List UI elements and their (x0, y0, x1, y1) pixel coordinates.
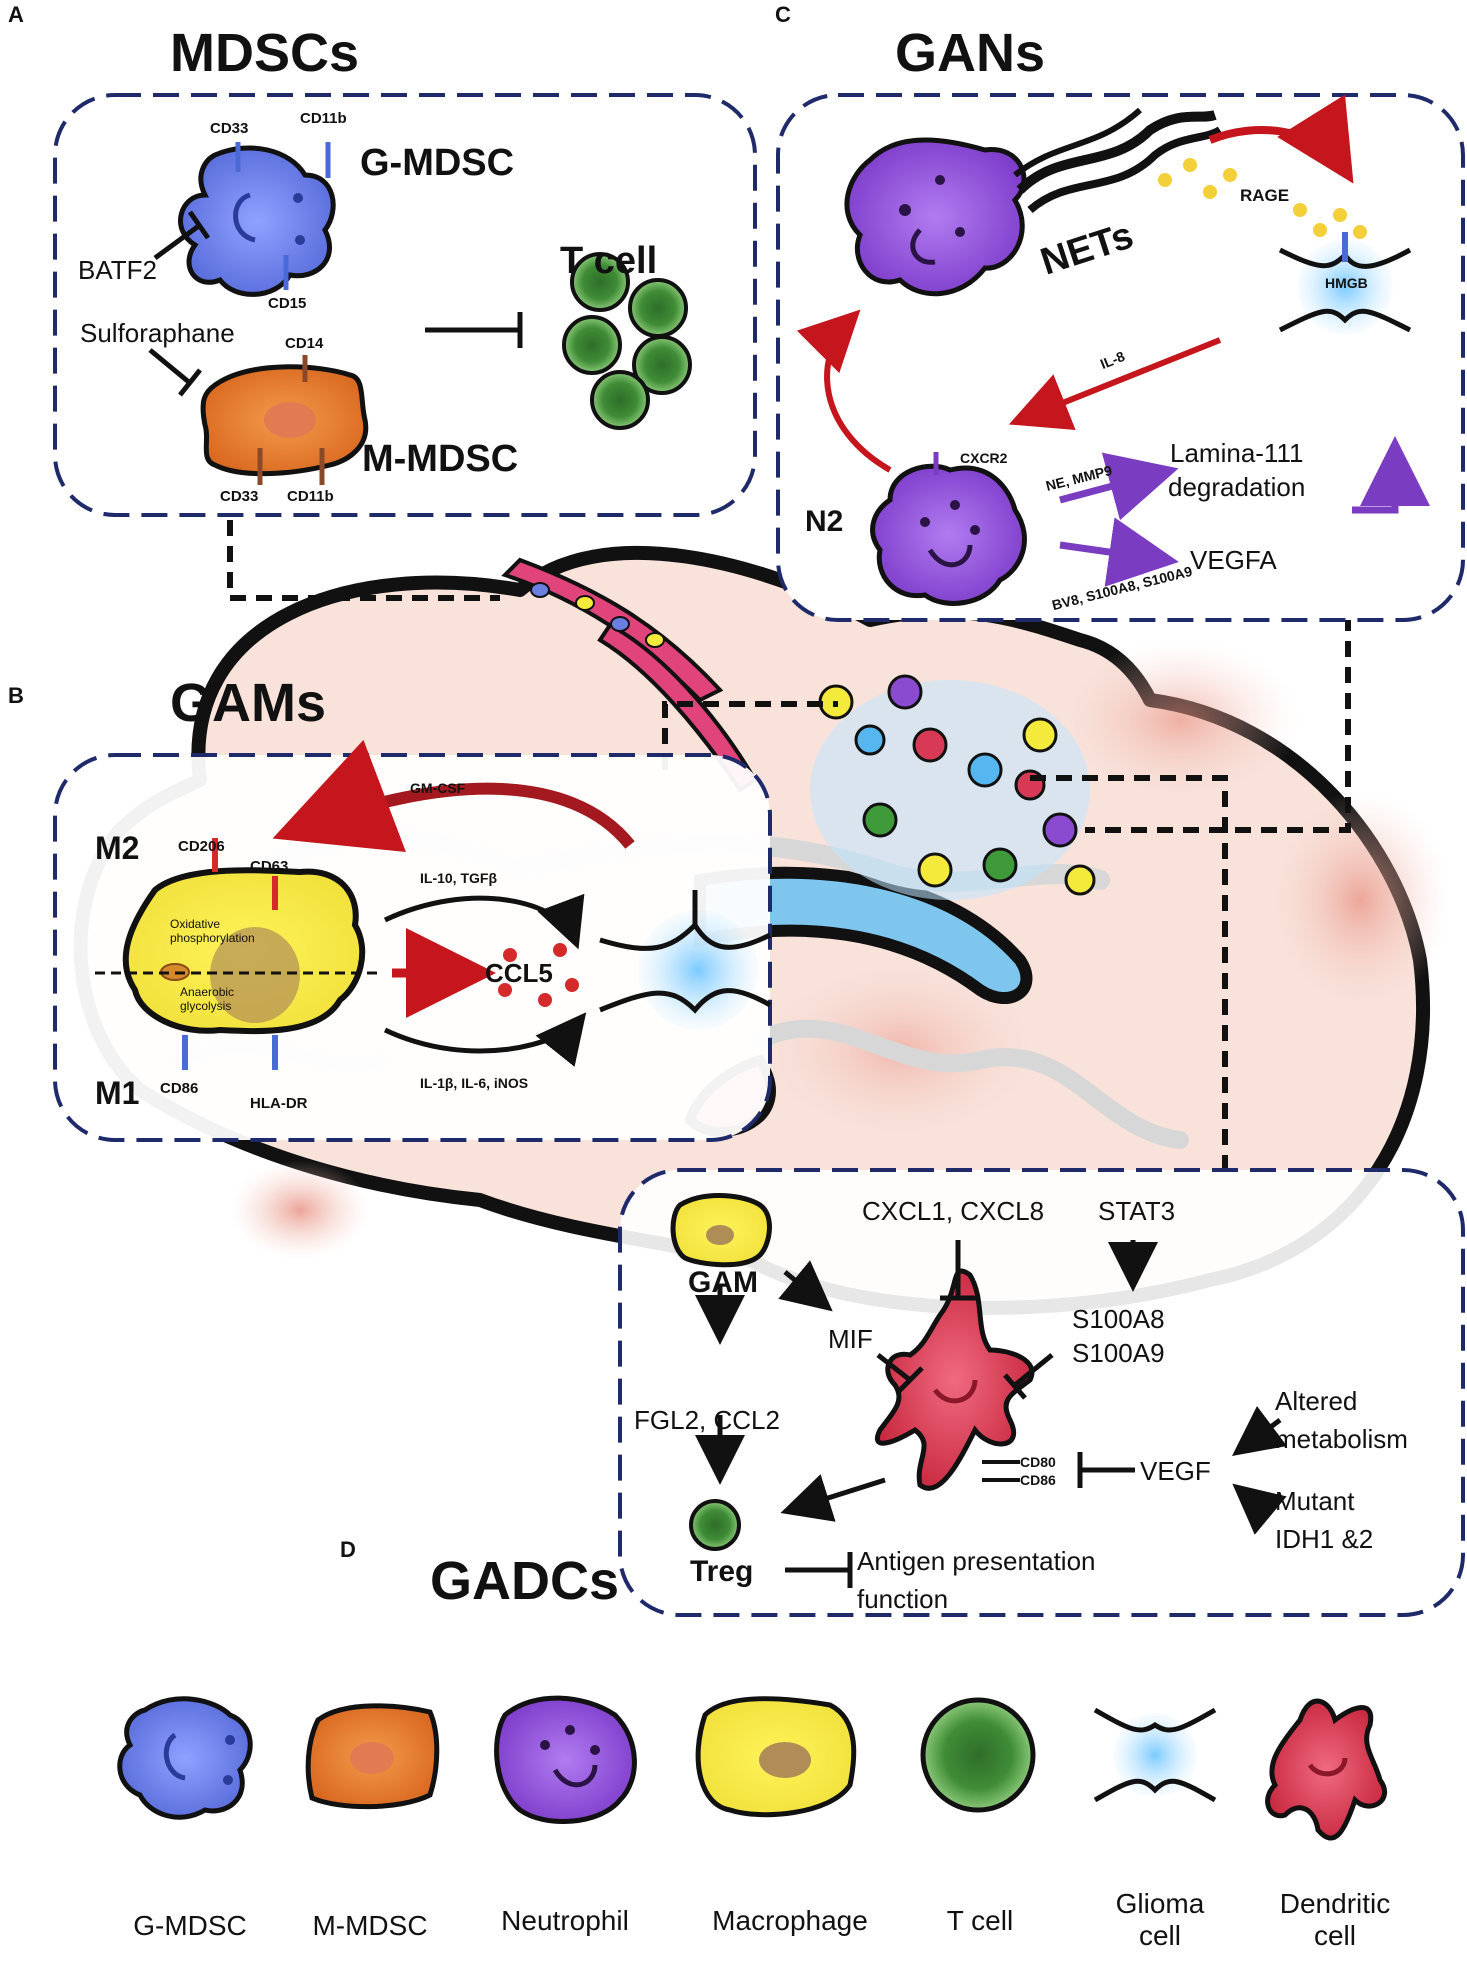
cd86-label-d: CD86 (1020, 1472, 1056, 1488)
legend-label-neutrophil: Neutrophil (501, 1905, 629, 1936)
t-cell-label-a: T cell (560, 240, 658, 282)
vegf-label: VEGF (1140, 1456, 1211, 1486)
panel-d-heading: GADCs (430, 1551, 620, 1611)
stat3-label: STAT3 (1098, 1196, 1176, 1226)
neutrophil-n2-cell-c (870, 452, 1027, 606)
cd206-label: CD206 (178, 838, 225, 855)
cd80-label: CD80 (1020, 1454, 1056, 1470)
panel-a-heading: MDSCs (170, 23, 360, 83)
cd15-label: CD15 (268, 295, 307, 312)
t-cell-cluster-a (562, 252, 692, 430)
neutrophil-nets-cell-c (844, 137, 1027, 297)
glyco-label-line2: glycolysis (180, 999, 232, 1013)
legend-g-mdsc-icon (117, 1696, 253, 1820)
legend-label-g-mdsc: G-MDSC (133, 1910, 247, 1941)
panel-a-letter: A (8, 2, 24, 27)
g-mdsc-label: G-MDSC (360, 142, 515, 184)
inhibition-arrows-a (148, 210, 523, 397)
legend-label-macrophage: Macrophage (712, 1905, 868, 1936)
altered-label-line2: metabolism (1275, 1424, 1408, 1454)
legend-label-glioma: Glioma (1115, 1888, 1205, 1919)
m2-label: M2 (95, 830, 140, 866)
gm-csf-label: GM-CSF (410, 780, 466, 796)
legend-macrophage-icon (695, 1696, 857, 1818)
cd33-bottom-label: CD33 (220, 488, 259, 505)
arrows-c (796, 94, 1430, 587)
rage-label: RAGE (1240, 186, 1290, 205)
legend-label-t-cell: T cell (946, 1905, 1014, 1936)
panel-c-letter: C (775, 2, 791, 27)
panel-d-letter: D (340, 1537, 356, 1562)
antigen-label-line2: function (857, 1584, 949, 1614)
panel-b-heading: GAMs (170, 673, 327, 733)
oxphos-label-line2: phosphorylation (170, 931, 255, 945)
altered-label-line1: Altered (1275, 1386, 1358, 1416)
panel-c-heading: GANs (895, 23, 1046, 83)
il1-label: IL-1β, IL-6, iNOS (420, 1075, 529, 1091)
glioma-cell-b (599, 890, 772, 1030)
arrows-b (272, 739, 635, 1067)
s100a8-label: S100A8 (1072, 1304, 1165, 1334)
s100a9-label: S100A9 (1072, 1338, 1165, 1368)
cxcr2-label: CXCR2 (960, 450, 1008, 466)
fgl2-label: FGL2, CCL2 (634, 1405, 780, 1435)
lamina-label-line1: Lamina-111 (1170, 438, 1304, 468)
n2-label: N2 (805, 505, 844, 538)
hmgb-label: HMGB (1325, 275, 1368, 291)
oxphos-label-line1: Oxidative (170, 917, 221, 931)
gam-cell-d (670, 1193, 772, 1268)
cd11b-top-label: CD11b (300, 110, 347, 127)
legend-label-dendritic-line2: cell (1313, 1920, 1356, 1951)
g-mdsc-cell-a (178, 142, 336, 297)
arrows-d (695, 1240, 1287, 1588)
m-mdsc-cell-a (200, 355, 369, 485)
legend-m-mdsc-icon (305, 1703, 440, 1810)
lamina-label-line2: degradation (1168, 472, 1306, 502)
glioma-cell-c (1278, 232, 1412, 335)
treg-label: Treg (690, 1555, 754, 1588)
nets-strands (1013, 107, 1223, 214)
vegfa-label: VEGFA (1190, 545, 1277, 575)
cd86-label-b: CD86 (160, 1080, 199, 1097)
cd63-label: CD63 (250, 858, 289, 875)
legend-label-glioma-line2: cell (1138, 1920, 1181, 1951)
cxcl-label: CXCL1, CXCL8 (862, 1196, 1045, 1226)
sulforaphane-label: Sulforaphane (80, 318, 235, 348)
hla-dr-label: HLA-DR (250, 1095, 308, 1112)
il10-label: IL-10, TGFβ (420, 870, 497, 886)
glyco-label-line1: Anaerobic (180, 985, 235, 999)
batf2-label: BATF2 (78, 255, 157, 285)
m-mdsc-label: M-MDSC (362, 438, 519, 480)
cd14-label: CD14 (285, 335, 324, 352)
panel-b-letter: B (8, 683, 24, 708)
legend-t-cell-icon (920, 1697, 1036, 1813)
legend-glioma-icon (1093, 1707, 1217, 1803)
legend-label-m-mdsc: M-MDSC (312, 1910, 428, 1941)
mutant-label-line2: IDH1 &2 (1275, 1524, 1374, 1554)
legend-dendritic-icon (1265, 1698, 1388, 1841)
treg-cell-d (689, 1499, 741, 1551)
legend-neutrophil-icon (494, 1695, 637, 1824)
legend-label-dendritic: Dendritic (1279, 1888, 1391, 1919)
legend-icons (117, 1695, 1388, 1841)
macrophage-cell-b (95, 838, 380, 1070)
hmgb-particles (1158, 158, 1367, 239)
antigen-label-line1: Antigen presentation (857, 1546, 1096, 1576)
mif-label: MIF (828, 1324, 873, 1354)
dendritic-cell-d (875, 1268, 1035, 1491)
cd33-top-label: CD33 (210, 120, 249, 137)
cd11b-bottom-label: CD11b (287, 488, 334, 505)
ccl5-label: CCL5 (485, 958, 553, 988)
gam-label: GAM (688, 1266, 758, 1299)
mutant-label-line1: Mutant (1275, 1486, 1355, 1516)
m1-label: M1 (95, 1075, 140, 1111)
